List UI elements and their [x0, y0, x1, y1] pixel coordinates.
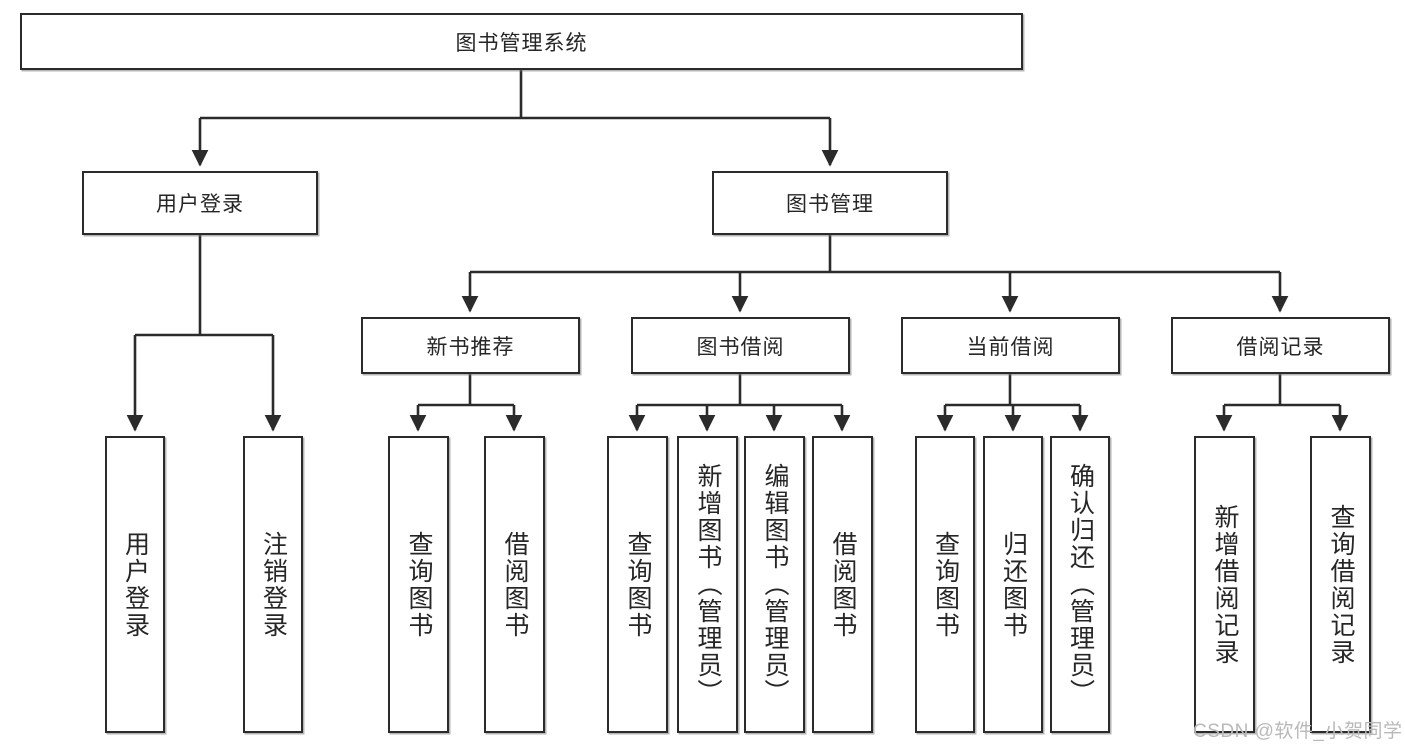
- leaf-query-book-bb[interactable]: 查询图书: [607, 436, 668, 733]
- leaf-add-borrow-record[interactable]: 新增借阅记录: [1194, 436, 1255, 733]
- node-book-borrow[interactable]: 图书借阅: [631, 317, 850, 374]
- leaf-confirm-return-admin[interactable]: 确认归还（管理员）: [1050, 436, 1110, 733]
- node-new-book-recommend[interactable]: 新书推荐: [361, 317, 580, 374]
- leaf-return-book[interactable]: 归还图书: [983, 436, 1043, 733]
- node-current-borrow[interactable]: 当前借阅: [901, 317, 1120, 374]
- leaf-logout[interactable]: 注销登录: [243, 436, 303, 733]
- node-user-login[interactable]: 用户登录: [82, 171, 318, 235]
- leaf-edit-book-admin[interactable]: 编辑图书（管理员）: [744, 436, 805, 733]
- node-book-management[interactable]: 图书管理: [712, 171, 948, 235]
- leaf-user-login[interactable]: 用户登录: [105, 436, 165, 733]
- leaf-query-borrow-record[interactable]: 查询借阅记录: [1310, 436, 1371, 733]
- node-borrow-record[interactable]: 借阅记录: [1171, 317, 1390, 374]
- leaf-query-book-cb[interactable]: 查询图书: [915, 436, 975, 733]
- leaf-add-book-admin[interactable]: 新增图书（管理员）: [677, 436, 738, 733]
- node-root[interactable]: 图书管理系统: [20, 13, 1023, 70]
- leaf-borrow-book-bb[interactable]: 借阅图书: [812, 436, 873, 733]
- leaf-borrow-book-nbr[interactable]: 借阅图书: [484, 436, 545, 733]
- leaf-query-book-nbr[interactable]: 查询图书: [388, 436, 449, 733]
- csdn-watermark: CSDN @软件_小贺同学: [1193, 721, 1403, 742]
